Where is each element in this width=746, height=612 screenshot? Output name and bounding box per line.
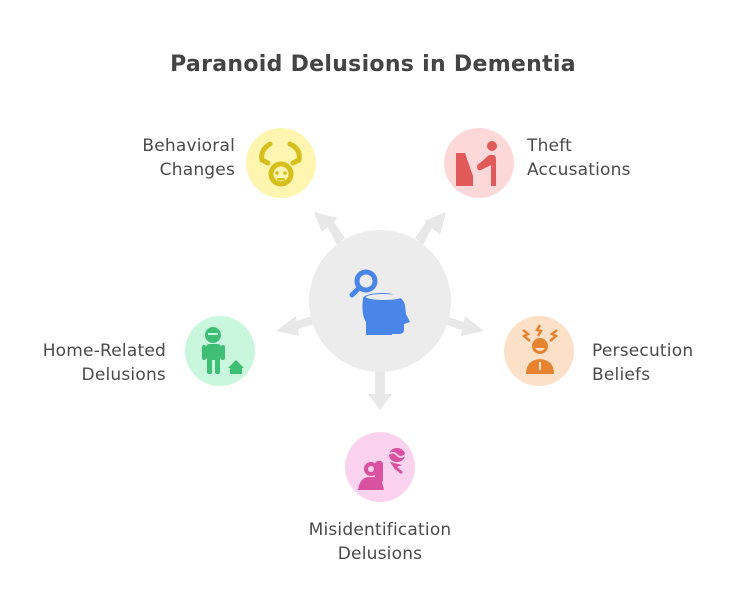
label-behavioral-changes: Behavioral Changes: [142, 136, 235, 180]
person-identify-cursor-icon: [358, 448, 406, 490]
node-persecution: [504, 316, 574, 386]
arrow-persecution: [444, 316, 484, 336]
person-reaching-seat-icon: [456, 141, 497, 186]
arrow-behavioral: [314, 212, 345, 245]
node-theft: [444, 128, 514, 198]
arrow-misidentification: [368, 366, 392, 410]
label-home-related-delusions: Home-Related Delusions: [42, 341, 166, 385]
node-behavioral: [246, 128, 316, 198]
head-magnifier-icon: [349, 269, 410, 335]
node-misidentification: [345, 432, 415, 502]
stressed-person-icon: [521, 324, 559, 374]
arrow-home: [276, 316, 314, 336]
diagram-title: Paranoid Delusions in Dementia: [170, 52, 576, 77]
arrows: [276, 212, 484, 410]
label-persecution-beliefs: Persecution Beliefs: [592, 341, 694, 385]
label-misidentification-delusions: Misidentification Delusions: [308, 520, 452, 564]
person-home-icon: [202, 327, 244, 374]
label-theft-accusations: Theft Accusations: [527, 136, 631, 180]
caring-hands-baby-icon: [259, 141, 302, 187]
arrow-theft: [415, 212, 446, 245]
node-home: [185, 316, 255, 386]
